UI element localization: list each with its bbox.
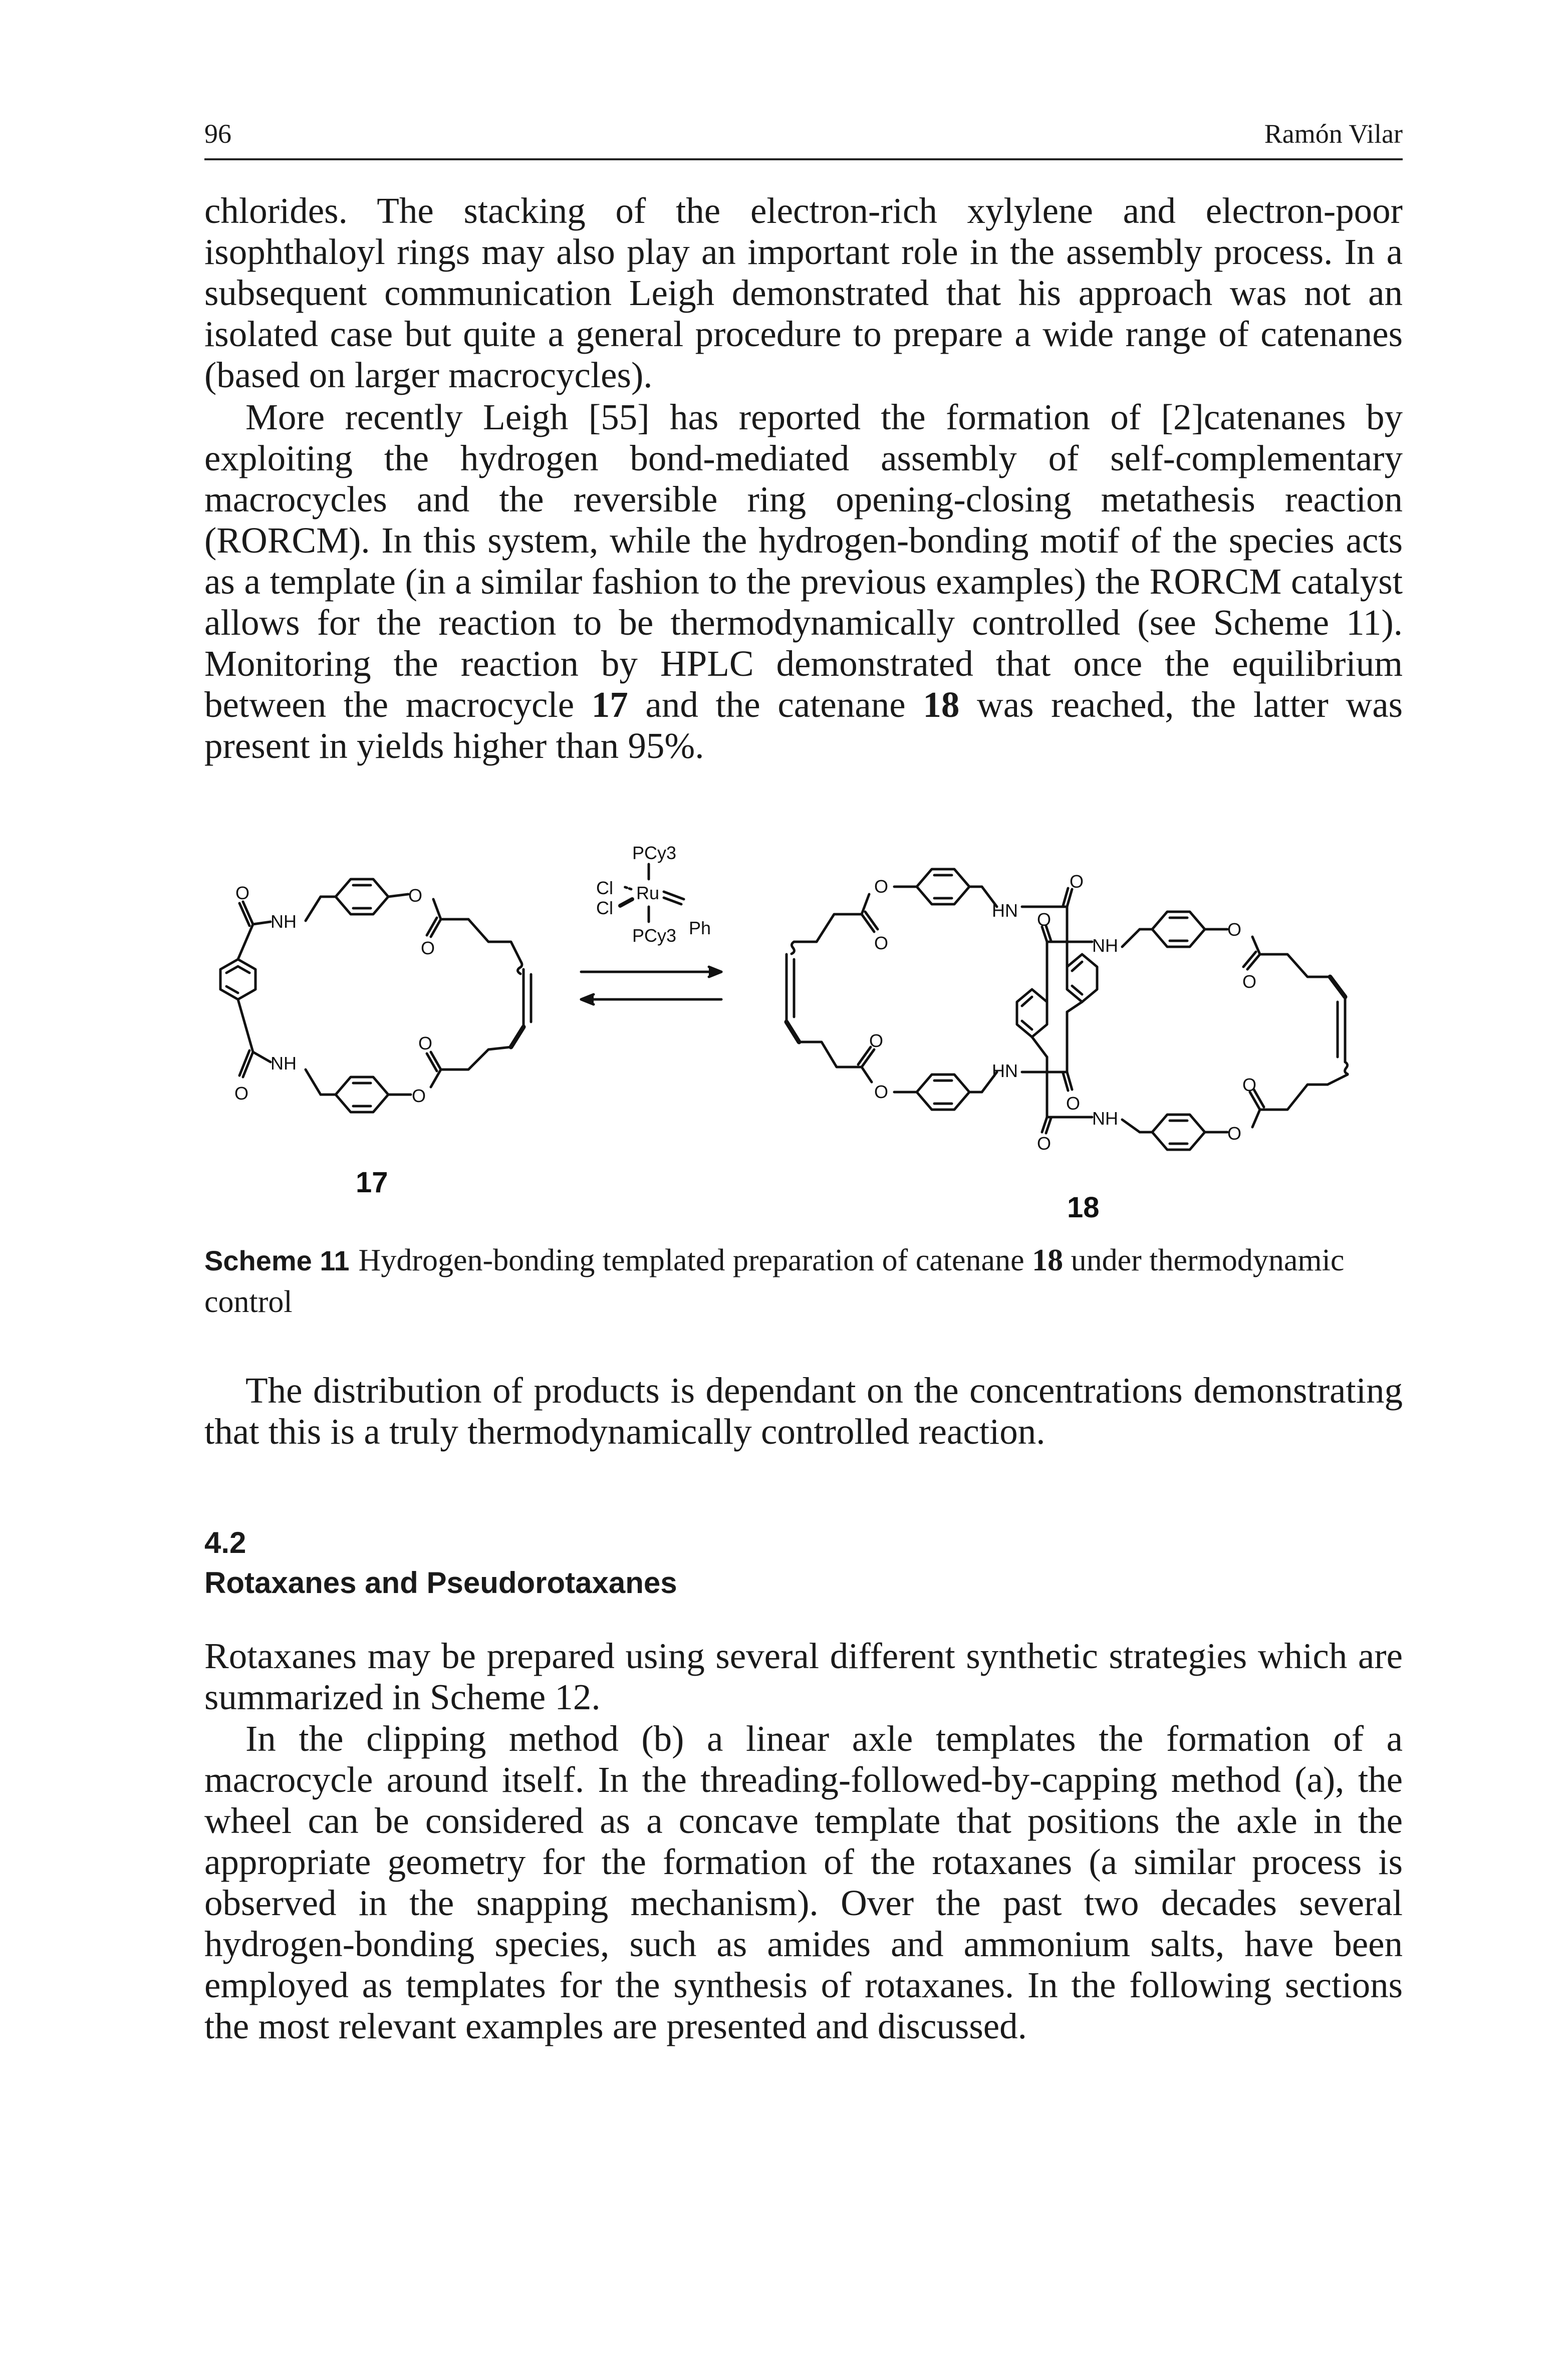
paragraph-2: More recently Leigh [55] has reported th…	[204, 397, 1403, 766]
caption-text-a: Hydrogen-bonding templated preparation o…	[358, 1243, 1032, 1277]
paragraph-2-text-c: and the catenane	[628, 684, 923, 725]
benzene-ring	[1066, 953, 1099, 1003]
caption-text-c: under thermodynamic control	[204, 1243, 1345, 1319]
atom-o-label: O	[1227, 919, 1241, 940]
atom-o-label: O	[1242, 1075, 1256, 1095]
atom-nh-label: NH	[271, 1053, 297, 1074]
paragraph-3: The distribution of products is dependan…	[204, 1370, 1403, 1452]
atom-o-label: O	[1066, 1093, 1080, 1114]
atom-o-label: O	[874, 876, 888, 897]
benzene-ring	[1151, 910, 1206, 948]
paragraph-5: In the clipping method (b) a linear axle…	[204, 1718, 1403, 2046]
atom-o-label: O	[1227, 1123, 1241, 1144]
paragraph-4: Rotaxanes may be prepared using several …	[204, 1636, 1403, 1717]
benzene-ring	[334, 1076, 390, 1114]
compound-18-label: 18	[1067, 1191, 1100, 1222]
atom-o-label: O	[869, 1030, 883, 1051]
atom-hn-label: HN	[992, 900, 1018, 921]
atom-o-label: O	[408, 885, 422, 906]
atom-o-label: O	[418, 1033, 432, 1053]
atom-o-label: O	[421, 938, 435, 958]
ref-compound-18: 18	[923, 684, 960, 725]
catalyst-cl-label: Cl	[596, 898, 613, 918]
ref-compound-17: 17	[591, 684, 628, 725]
page-header: 96 Ramón Vilar	[204, 118, 1403, 160]
atom-o-label: O	[874, 933, 888, 953]
scheme-11-figure: O NH O O O O NH O PCy3 Cl Ru Cl Ph PCy3 …	[219, 843, 1349, 1222]
catalyst-ph-label: Ph	[689, 918, 711, 938]
caption-label: Scheme 11	[204, 1245, 350, 1276]
atom-o-label: O	[874, 1082, 888, 1102]
benzene-ring	[915, 1073, 971, 1111]
atom-o-label: O	[235, 883, 249, 903]
compound-17-label: 17	[356, 1166, 388, 1199]
caption-compound-ref: 18	[1032, 1243, 1064, 1277]
atom-hn-label: HN	[992, 1061, 1018, 1081]
catalyst-pcy3-top: PCy3	[632, 843, 676, 863]
atom-o-label: O	[1242, 971, 1256, 992]
benzene-ring	[334, 878, 390, 916]
page-number: 96	[204, 119, 231, 149]
benzene-ring	[219, 958, 257, 1001]
atom-o-label: O	[1070, 871, 1084, 892]
atom-nh-label: NH	[1092, 1108, 1118, 1129]
atom-nh-label: NH	[271, 911, 297, 932]
paragraph-2-text-a: More recently Leigh [55] has reported th…	[204, 397, 1403, 725]
running-head: Ramón Vilar	[1264, 119, 1403, 149]
catalyst-cl-label: Cl	[596, 878, 613, 898]
atom-o-label: O	[1037, 1133, 1051, 1154]
atom-o-label: O	[412, 1086, 426, 1106]
benzene-ring	[915, 868, 971, 906]
benzene-ring	[1015, 988, 1049, 1038]
atom-o-label: O	[1037, 909, 1051, 930]
section-title: Rotaxanes and Pseudorotaxanes	[204, 1566, 677, 1600]
section-number: 4.2	[204, 1526, 246, 1559]
paragraph-1: chlorides. The stacking of the electron-…	[204, 190, 1403, 395]
atom-o-label: O	[234, 1083, 248, 1104]
catalyst-pcy3-bottom: PCy3	[632, 925, 676, 946]
paragraph-2-text-e: was reached, the latter was present in y…	[204, 684, 1403, 766]
atom-nh-label: NH	[1092, 935, 1118, 956]
scheme-caption: Scheme 11 Hydrogen-bonding templated prep…	[204, 1240, 1403, 1323]
catalyst-ru-label: Ru	[636, 883, 659, 903]
benzene-ring	[1151, 1113, 1206, 1151]
